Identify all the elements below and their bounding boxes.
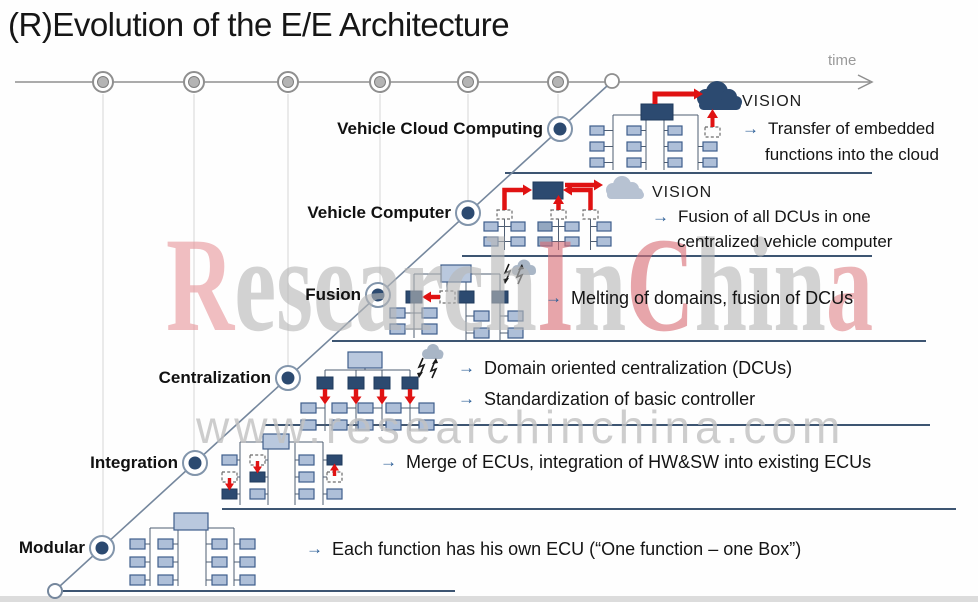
stage-bullet: → Standardization of basic controller bbox=[458, 389, 755, 410]
stage-label-centralization: Centralization bbox=[158, 368, 271, 387]
stage-bullet: → Transfer of embedded bbox=[742, 119, 935, 139]
modular-architecture-sketch bbox=[129, 512, 256, 586]
cloud-icon bbox=[422, 344, 444, 359]
vision-label: VISION bbox=[742, 93, 803, 110]
stage-bullet: → Domain oriented centralization (DCUs) bbox=[458, 358, 792, 379]
cloud-icon bbox=[512, 259, 536, 275]
diagonal-start-dot bbox=[47, 583, 63, 599]
bullet-text: Melting of domains, fusion of DCUs bbox=[571, 288, 854, 308]
bullet-text: Standardization of basic controller bbox=[484, 389, 756, 409]
stage-bullet: → Fusion of all DCUs in one bbox=[652, 207, 871, 227]
stage-marker-centralization bbox=[275, 365, 301, 391]
fusion-architecture-sketch bbox=[389, 259, 536, 340]
bullet-arrow-icon: → bbox=[545, 288, 562, 307]
stage-marker-vehicle-cloud-computing bbox=[547, 116, 573, 142]
time-axis-label: time bbox=[828, 52, 857, 69]
stage-bullet: → Melting of domains, fusion of DCUs bbox=[545, 288, 853, 309]
bullet-text-continued: centralized vehicle computer bbox=[677, 232, 893, 251]
stage-label-vehicle-computer: Vehicle Computer bbox=[307, 203, 451, 222]
fusion-arrow-icon bbox=[422, 291, 431, 303]
bullet-arrow-icon: → bbox=[458, 358, 475, 377]
wireless-link-icon bbox=[416, 357, 439, 379]
bullet-arrow-icon: → bbox=[652, 207, 669, 226]
bullet-text: Transfer of embedded bbox=[768, 119, 935, 138]
bullet-arrow-icon: → bbox=[742, 119, 759, 138]
bullet-text-continued: functions into the cloud bbox=[765, 145, 939, 164]
bullet-text: Fusion of all DCUs in one bbox=[678, 207, 871, 226]
stage-label-fusion: Fusion bbox=[305, 285, 361, 304]
centralization-architecture-sketch bbox=[300, 344, 444, 431]
bullet-arrow-icon: → bbox=[306, 539, 323, 558]
vehicle-cloud-computing-architecture-sketch bbox=[589, 81, 742, 170]
time-axis-milestone-dots bbox=[92, 71, 569, 93]
page-title: (R)Evolution of the E/E Architecture bbox=[8, 6, 510, 43]
cloud-icon bbox=[697, 81, 742, 110]
time-axis bbox=[15, 71, 874, 93]
bullet-arrow-icon: → bbox=[380, 452, 397, 471]
bullet-text: Merge of ECUs, integration of HW&SW into… bbox=[406, 452, 872, 472]
bullet-text: Domain oriented centralization (DCUs) bbox=[484, 358, 793, 378]
timeline-drop-lines bbox=[102, 94, 559, 536]
time-axis-open-dot bbox=[604, 73, 620, 89]
vision-label: VISION bbox=[652, 184, 713, 201]
stage-label-integration: Integration bbox=[90, 453, 178, 472]
stage-marker-modular bbox=[89, 535, 115, 561]
evolution-diagonal bbox=[47, 85, 608, 599]
stage-bullet: → Merge of ECUs, integration of HW&SW in… bbox=[380, 452, 871, 473]
stage-markers bbox=[89, 116, 573, 561]
cloud-icon bbox=[606, 176, 644, 199]
time-axis-arrow-icon bbox=[857, 74, 874, 90]
vehicle-computer-architecture-sketch bbox=[483, 176, 644, 250]
stage-label-modular: Modular bbox=[18, 538, 85, 557]
stage-marker-integration bbox=[182, 450, 208, 476]
stage-marker-fusion bbox=[365, 282, 391, 308]
bottom-border-band bbox=[0, 596, 978, 602]
stage-label-vehicle-cloud-computing: Vehicle Cloud Computing bbox=[337, 119, 543, 138]
bullet-arrow-icon: → bbox=[458, 389, 475, 408]
bullet-text: Each function has his own ECU (“One func… bbox=[332, 539, 802, 559]
stage-bullet: → Each function has his own ECU (“One fu… bbox=[306, 539, 801, 560]
integration-architecture-sketch bbox=[221, 433, 343, 505]
stage-marker-vehicle-computer bbox=[455, 200, 481, 226]
